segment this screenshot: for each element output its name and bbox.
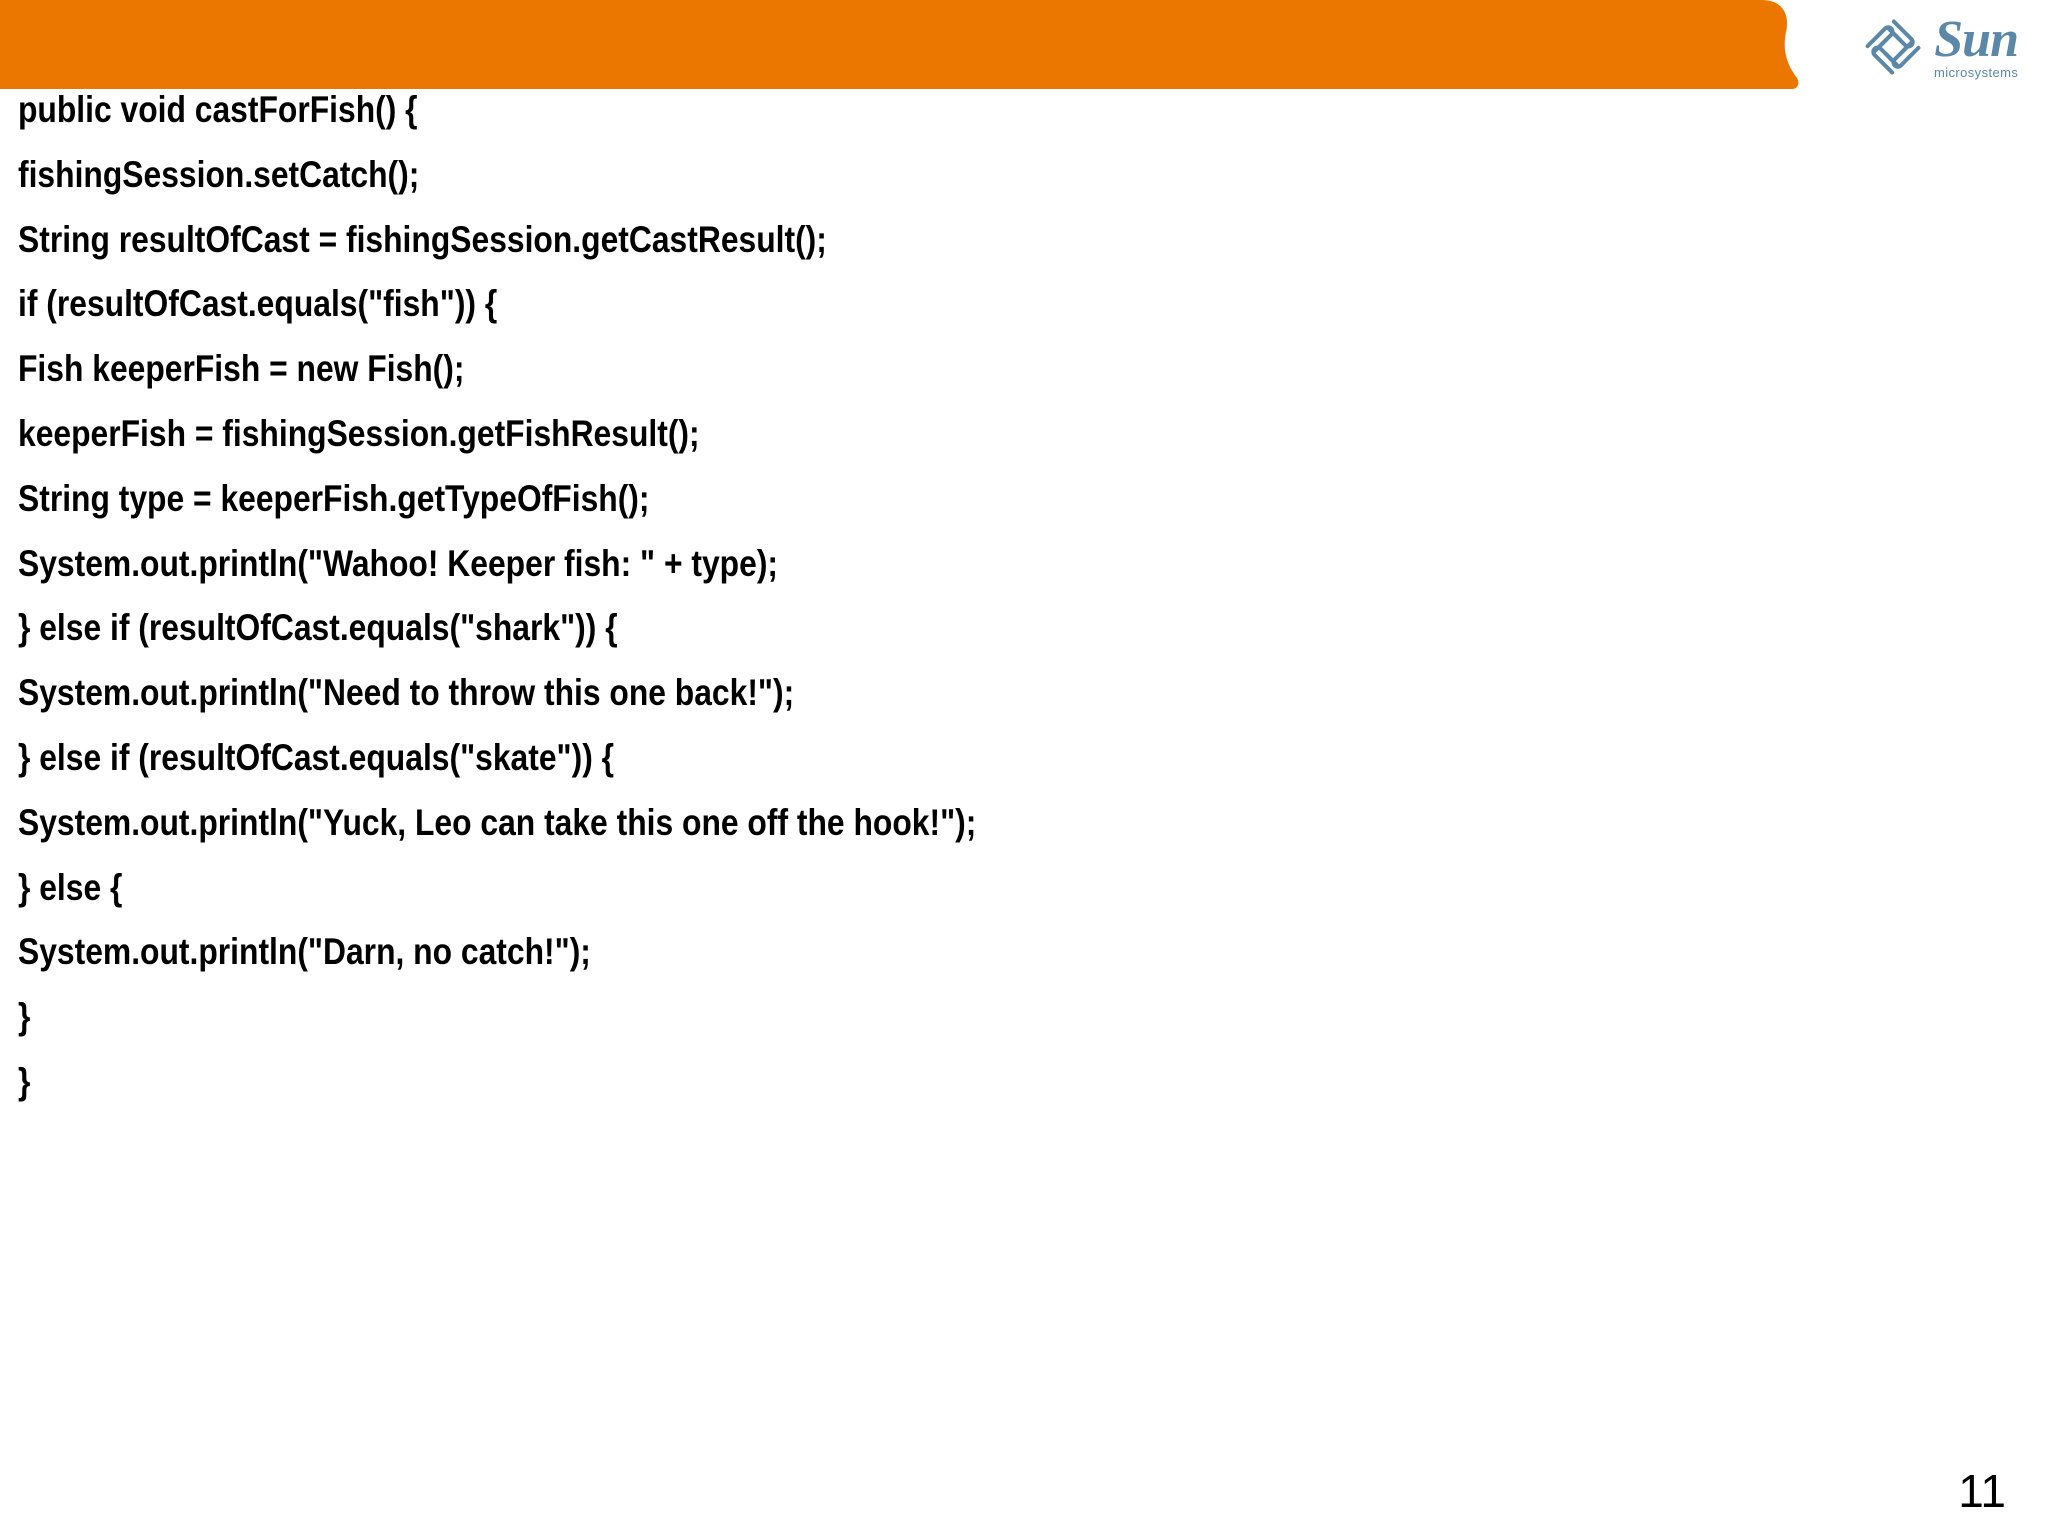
code-line: System.out.println("Need to throw this o… bbox=[18, 672, 795, 714]
code-line: String resultOfCast = fishingSession.get… bbox=[18, 218, 827, 260]
code-line: keeperFish = fishingSession.getFishResul… bbox=[18, 412, 700, 454]
code-line: System.out.println("Yuck, Leo can take t… bbox=[18, 801, 977, 843]
sun-microsystems-logo: Sun microsystems bbox=[1862, 8, 2032, 86]
header-band-shape bbox=[0, 0, 1799, 89]
code-line: } else if (resultOfCast.equals("skate"))… bbox=[18, 736, 615, 778]
code-listing: public void castForFish() { fishingSessio… bbox=[18, 78, 2018, 1115]
code-line: } bbox=[18, 1060, 31, 1102]
code-line: } bbox=[18, 996, 31, 1038]
code-line: } else { bbox=[18, 866, 123, 908]
code-line: } else if (resultOfCast.equals("shark"))… bbox=[18, 607, 618, 649]
logo-wordmark-group: Sun microsystems bbox=[1934, 11, 2019, 80]
code-line: String type = keeperFish.getTypeOfFish()… bbox=[18, 477, 650, 519]
header-accent-band bbox=[0, 0, 1800, 89]
code-line: Fish keeperFish = new Fish(); bbox=[18, 348, 465, 390]
code-line: if (resultOfCast.equals("fish")) { bbox=[18, 283, 498, 325]
logo-wordmark: Sun bbox=[1934, 11, 2019, 69]
code-line: System.out.println("Darn, no catch!"); bbox=[18, 931, 591, 973]
page-number: 11 bbox=[1958, 1465, 2006, 1517]
code-line: fishingSession.setCatch(); bbox=[18, 153, 420, 195]
code-line: public void castForFish() { bbox=[18, 89, 418, 130]
sun-interlace-logo-icon bbox=[1862, 16, 1924, 78]
logo-subword: microsystems bbox=[1934, 64, 2019, 80]
code-line: System.out.println("Wahoo! Keeper fish: … bbox=[18, 542, 779, 584]
